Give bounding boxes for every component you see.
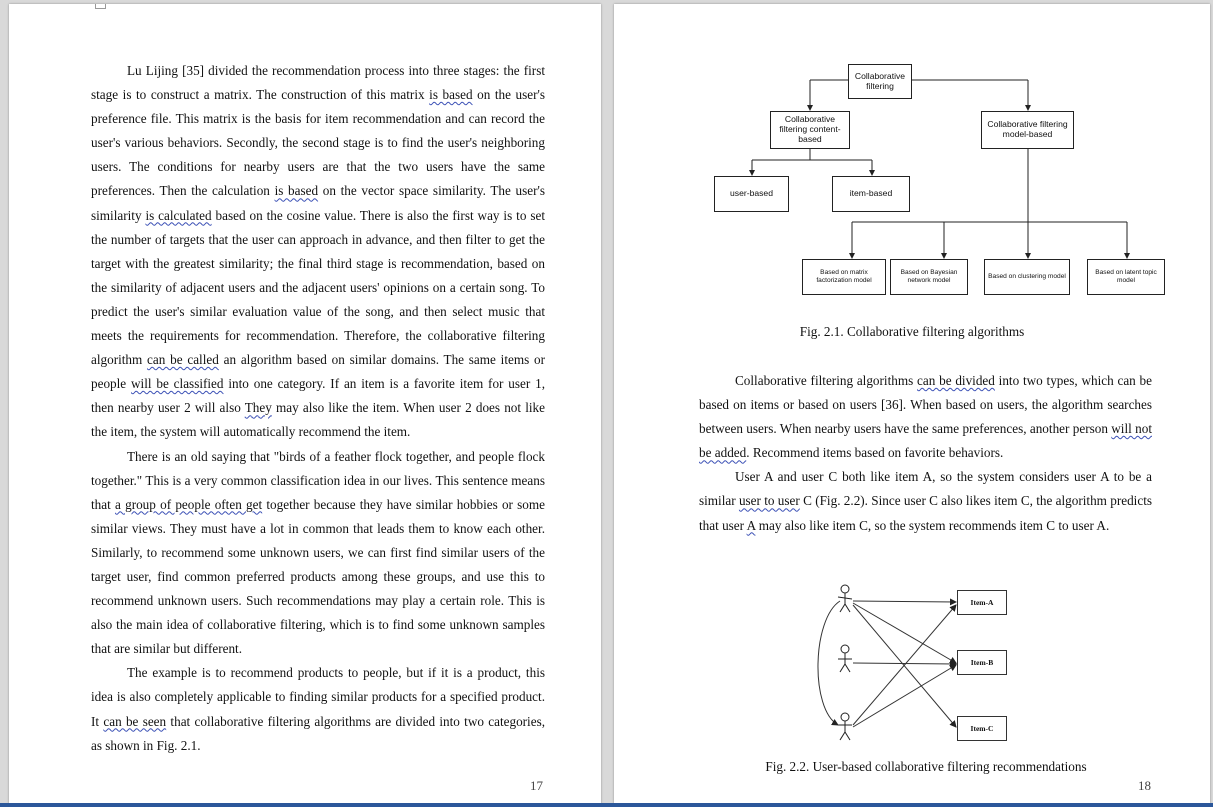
paragraph: User A and user C both like item A, so t… [699, 469, 1152, 533]
figure-2-1-caption: Fig. 2.1. Collaborative filtering algori… [799, 324, 1025, 339]
figure-user-based-recommendation: Item-A Item-B Item-C [810, 579, 1020, 749]
grammar-suggestion-underline[interactable]: is calculated [145, 207, 212, 223]
grammar-suggestion-underline[interactable]: They [244, 400, 272, 416]
grammar-suggestion-underline[interactable]: can be called [147, 352, 219, 368]
node-clustering: Based on clustering model [984, 259, 1070, 295]
user-c-icon [838, 712, 852, 741]
paragraph: Lu Lijing [35] divided the recommendatio… [91, 63, 546, 440]
tree-connectors [749, 79, 1130, 259]
left-page: Lu Lijing [35] divided the recommendatio… [9, 4, 601, 804]
page-number: 17 [530, 778, 543, 793]
node-bayesian-network: Based on Bayesian network model [890, 259, 968, 295]
paragraph: Collaborative filtering algorithms can b… [699, 373, 1152, 461]
node-content-based: Collaborative filtering content-based [770, 111, 850, 149]
item-b-box: Item-B [957, 650, 1007, 675]
grammar-suggestion-underline[interactable]: A [746, 517, 756, 533]
right-page: Collaborative filtering Collaborative fi… [614, 4, 1210, 804]
user-item-diagram [817, 584, 957, 741]
page-corner-marker [95, 4, 106, 9]
node-matrix-factorization: Based on matrix factorization model [802, 259, 886, 295]
node-latent-topic: Based on latent topic model [1087, 259, 1165, 295]
left-page-body: Lu Lijing [35] divided the recommendatio… [91, 59, 545, 758]
right-page-body: Collaborative filtering algorithms can b… [699, 369, 1152, 538]
item-c-box: Item-C [957, 716, 1007, 741]
figure-2-2-caption: Fig. 2.2. User-based collaborative filte… [765, 759, 1087, 774]
paragraph: The example is to recommend products to … [91, 665, 545, 753]
node-model-based: Collaborative filtering model-based [981, 111, 1074, 149]
status-bar-strip [0, 803, 1213, 807]
grammar-suggestion-underline[interactable]: will not be added [699, 421, 1152, 461]
grammar-suggestion-underline[interactable]: a group of people often get [115, 496, 263, 512]
grammar-suggestion-underline[interactable]: is based [274, 183, 319, 199]
item-a-box: Item-A [957, 590, 1007, 615]
page-number: 18 [1138, 778, 1151, 793]
grammar-suggestion-underline[interactable]: can be seen [103, 713, 167, 729]
user-b-icon [838, 644, 852, 673]
figure-collaborative-filtering-tree: Collaborative filtering Collaborative fi… [698, 61, 1165, 296]
node-collaborative-filtering: Collaborative filtering [848, 64, 912, 99]
paragraph: There is an old saying that "birds of a … [91, 448, 545, 657]
grammar-suggestion-underline[interactable]: is based [429, 87, 473, 103]
node-user-based: user-based [714, 176, 789, 212]
grammar-suggestion-underline[interactable]: will be classified [131, 376, 224, 392]
user-a-icon [837, 584, 853, 613]
grammar-suggestion-underline[interactable]: can be divided [917, 373, 995, 388]
node-item-based: item-based [832, 176, 910, 212]
grammar-suggestion-underline[interactable]: user to user [738, 493, 800, 509]
